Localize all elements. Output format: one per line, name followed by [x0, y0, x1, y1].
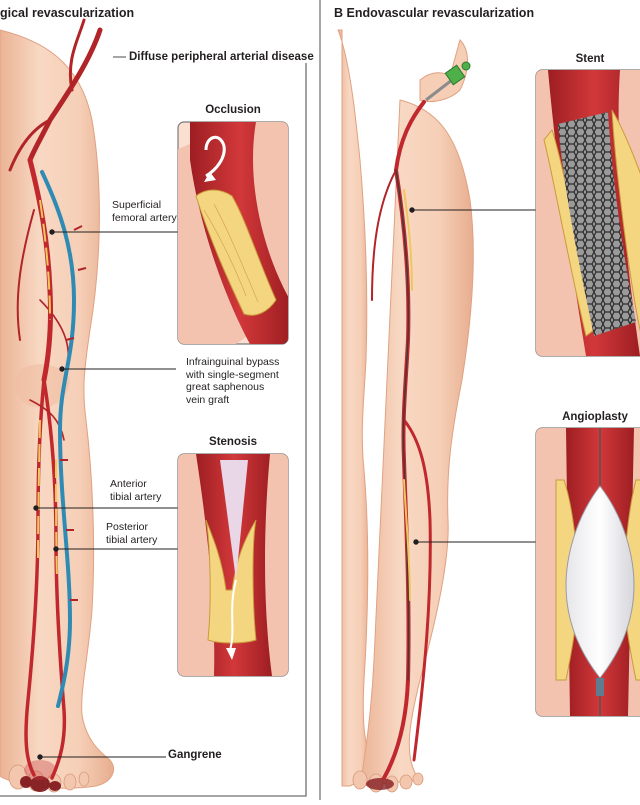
bypass-label-line3: great saphenous	[186, 381, 265, 393]
sfa-label-line1: Superficial	[112, 199, 162, 211]
vein-graft	[40, 170, 87, 708]
bypass-label-line2: with single-segment	[186, 368, 279, 381]
stenosis-title: Stenosis	[209, 436, 257, 448]
leaders-b	[409, 207, 536, 545]
panel-a-title: gical revascularization	[0, 6, 135, 20]
bypass-label-line1: Infrainguinal bypass	[186, 356, 280, 368]
ata-label-line1: Anterior	[110, 478, 147, 490]
occlusion-inset	[177, 121, 289, 345]
stent-inset	[535, 69, 640, 357]
pta-label-line1: Posterior	[106, 521, 149, 533]
bypass-label-line4: vein graft	[186, 393, 230, 406]
ata-label-line2: tibial artery	[110, 490, 162, 503]
pta-label: Posterior tibial artery	[106, 521, 157, 546]
angioplasty-inset	[535, 427, 640, 717]
pta-label-line2: tibial artery	[106, 533, 158, 546]
stenosis-inset	[177, 453, 289, 677]
stent-title: Stent	[575, 53, 605, 65]
leaders-a	[33, 229, 178, 760]
sheath-device	[425, 61, 471, 102]
sfa-label: Superficial femoral artery	[112, 199, 177, 224]
angioplasty-title: Angioplasty	[562, 411, 628, 423]
plaque-a	[37, 199, 58, 581]
panel-b-title: B Endovascular revascularization	[334, 6, 535, 20]
ata-label: Anterior tibial artery	[110, 478, 161, 503]
leg-a	[0, 29, 114, 793]
panel-a-subtitle: Diffuse peripheral arterial disease	[126, 51, 317, 63]
occlusion-title: Occlusion	[205, 104, 261, 116]
bypass-label: Infrainguinal bypass with single-segment…	[186, 356, 279, 406]
gangrene-label: Gangrene	[168, 749, 222, 761]
sfa-label-line2: femoral artery	[112, 211, 177, 224]
